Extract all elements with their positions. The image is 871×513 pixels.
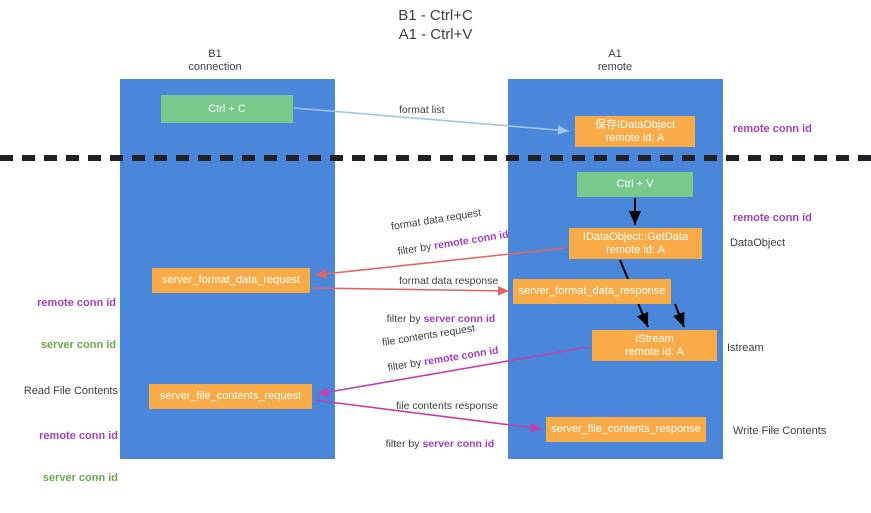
node-idataobject[interactable]: 保存IDataObject remote id: A bbox=[575, 116, 695, 147]
annotation-istream: Istream bbox=[727, 342, 764, 354]
annotation-remote-conn-id-top: remote conn id bbox=[733, 123, 812, 135]
node-server-file-contents-request[interactable]: server_file_contents_request bbox=[149, 384, 312, 409]
filter-by-text-4: filter by bbox=[385, 438, 423, 450]
annotation-server-conn-id-left-2: server conn id bbox=[42, 472, 118, 484]
edge-label-filter-server-1: filter by server conn id bbox=[375, 298, 496, 340]
node-server-file-contents-response[interactable]: server_file_contents_response bbox=[546, 417, 706, 442]
annotation-remote-conn-id-left-2: remote conn id bbox=[39, 430, 118, 442]
annotation-write-file-contents: Write File Contents bbox=[733, 425, 827, 437]
node-ctrl-c[interactable]: Ctrl + C bbox=[161, 95, 293, 123]
page-title: B1 - Ctrl+C A1 - Ctrl+V bbox=[398, 7, 473, 43]
filter-by-text-2: filter by bbox=[386, 313, 424, 325]
node-server-format-data-request[interactable]: server_format_data_request bbox=[152, 268, 310, 293]
annotation-remote-conn-id-left-1: remote conn id bbox=[37, 297, 116, 309]
node-istream[interactable]: IStream remote id: A bbox=[592, 330, 717, 361]
filter-server-conn-id-1: server conn id bbox=[423, 313, 496, 325]
edge-label-format-data-response: format data response bbox=[399, 275, 499, 287]
phase-divider bbox=[0, 155, 871, 161]
filter-remote-conn-id-2: remote conn id bbox=[423, 344, 500, 369]
annotation-conn-ids-lower: remote conn id server conn id bbox=[18, 401, 118, 513]
filter-remote-conn-id-1: remote conn id bbox=[433, 228, 510, 253]
node-ctrl-v[interactable]: Ctrl + V bbox=[577, 172, 693, 197]
annotation-dataobject: DataObject bbox=[730, 237, 786, 249]
annotation-remote-conn-id-mid: remote conn id bbox=[733, 212, 812, 224]
filter-by-text-1: filter by bbox=[396, 240, 436, 258]
column-header-a1: A1 remote bbox=[597, 48, 633, 73]
node-idataobject-getdata[interactable]: IDataObject::GetData remote id: A bbox=[569, 228, 702, 259]
annotation-server-conn-id-left-1: server conn id bbox=[40, 339, 116, 351]
column-header-b1: B1 connection bbox=[188, 48, 242, 73]
edge-format-data-response bbox=[311, 286, 510, 296]
edge-label-filter-server-2: filter by server conn id bbox=[374, 423, 495, 465]
annotation-conn-ids-upper: remote conn id server conn id bbox=[22, 268, 116, 380]
filter-by-text-3: filter by bbox=[386, 356, 426, 374]
diagram-canvas: B1 - Ctrl+C A1 - Ctrl+V B1 connection A1… bbox=[0, 7, 871, 484]
node-server-format-data-response[interactable]: server_format_data_response bbox=[513, 279, 671, 304]
filter-server-conn-id-2: server conn id bbox=[422, 438, 495, 450]
edge-label-file-contents-response: file contents response bbox=[396, 400, 499, 412]
annotation-read-file-contents: Read File Contents bbox=[23, 385, 118, 397]
edge-label-format-list: format list bbox=[399, 104, 445, 116]
